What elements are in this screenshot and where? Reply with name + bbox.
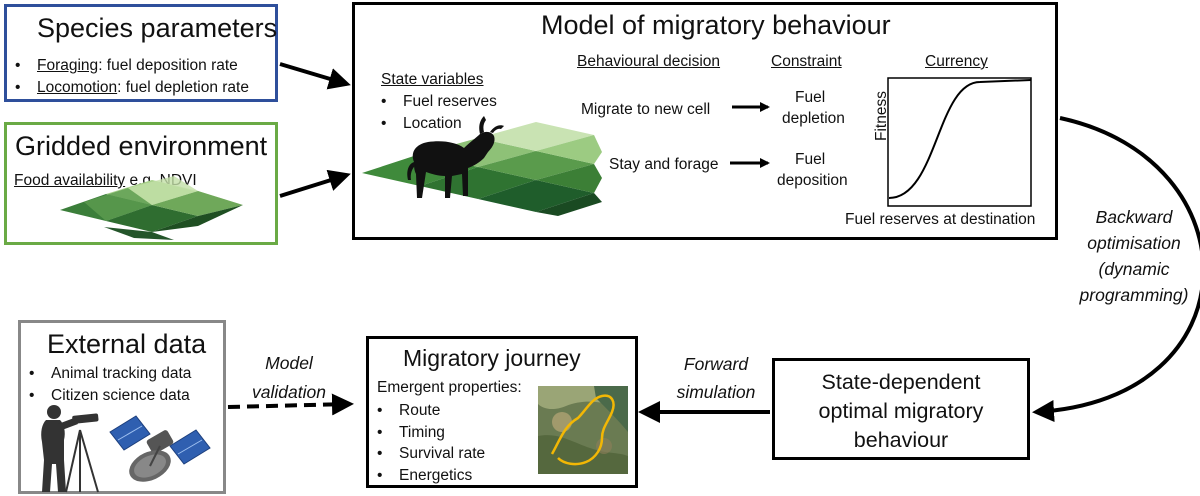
constraint-fuel-label-2: Fuel [795,151,826,168]
species-to-model-arrow [279,62,351,90]
migration-route-path [550,394,615,466]
list-item: Timing [377,422,485,444]
currency-heading: Currency [925,53,988,70]
list-item: Route [377,400,485,422]
external-data-title: External data [47,329,207,359]
ndvi-grid-graphic [60,176,243,240]
species-parameters-box: Species parameters Foraging: fuel deposi… [4,4,278,102]
model-box: Model of migratory behaviour State varia… [352,2,1058,240]
fuel-reserves-axis-label: Fuel reserves at destination [845,211,1036,228]
satellite-icon [109,415,211,482]
state-dependent-text: State-dependent optimal migratory behavi… [818,370,984,452]
constraint-heading: Constraint [771,53,842,70]
observer-silhouette [41,405,99,492]
constraint-fuel-label: Fuel [795,89,826,106]
list-item: Locomotion: fuel depletion rate [15,77,249,99]
backward-optimisation-label: Backward optimisation (dynamic programmi… [1079,207,1189,305]
state-variables-heading: State variables [381,71,484,88]
list-item: Energetics [377,465,485,487]
tripod-icon [65,429,99,493]
list-item: Survival rate [377,443,485,465]
migratory-journey-title: Migratory journey [403,345,581,371]
emergent-properties-label: Emergent properties: [377,379,522,396]
decision-forage: Stay and forage [609,156,719,173]
constraint-depletion-label: depletion [782,110,845,127]
fitness-plot-frame [887,77,1032,207]
decision-migrate: Migrate to new cell [581,101,711,118]
backward-optimisation-arrow [1032,116,1200,422]
route-map-image [538,386,628,474]
model-graphics [362,77,1032,216]
external-data-graphics [41,405,211,493]
gridded-environment-box: Gridded environment Food availability e.… [4,122,278,245]
species-parameters-list: Foraging: fuel deposition rate Locomotio… [15,55,249,98]
state-dependent-box: State-dependent optimal migratory behavi… [772,358,1030,460]
constraint-deposition-label: deposition [777,172,848,189]
behavioural-decision-heading: Behavioural decision [577,53,721,70]
list-item: Location [381,113,497,135]
wildebeest-silhouette [407,116,504,198]
forward-simulation-label: Forward simulation [676,354,756,402]
model-validation-arrow [227,393,354,416]
fitness-curve [888,79,1032,199]
gridded-environment-title: Gridded environment [15,131,268,161]
list-item: Foraging: fuel deposition rate [15,55,249,77]
species-parameters-title: Species parameters [37,13,278,43]
emergent-properties-list: Route Timing Survival rate Energetics [377,400,485,486]
list-item: Fuel reserves [381,91,497,113]
gridded-to-model-arrow [279,169,351,198]
external-data-list: Animal tracking data Citizen science dat… [29,363,191,406]
model-validation-label: Model validation [252,353,326,402]
external-data-box: External data Animal tracking data Citiz… [18,320,226,494]
list-item: Citizen science data [29,385,191,407]
migratory-journey-box: Migratory journey Emergent properties: R… [366,336,638,488]
model-title: Model of migratory behaviour [541,10,891,40]
state-variables-list: Fuel reserves Location [381,91,497,134]
list-item: Animal tracking data [29,363,191,385]
